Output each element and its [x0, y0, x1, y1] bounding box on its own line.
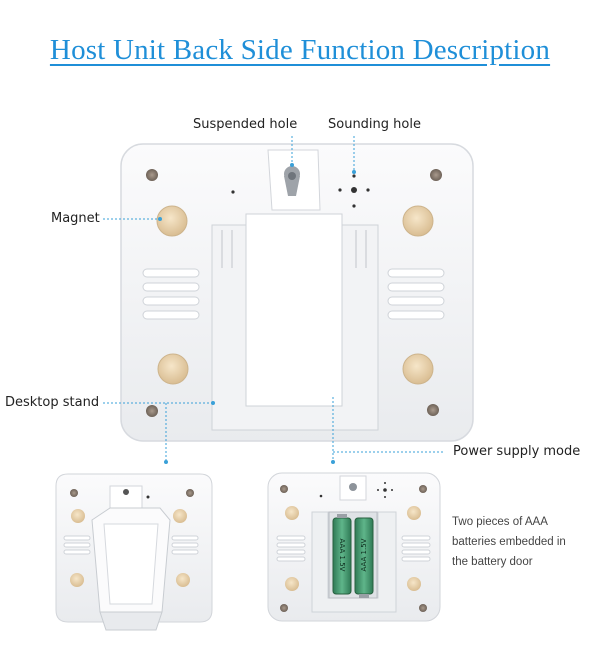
magnet-label: Magnet: [51, 211, 100, 226]
battery-note-line-2: batteries embedded in: [452, 536, 566, 548]
main-device-back: [120, 143, 474, 442]
desktop-stand: [211, 213, 379, 431]
battery-note: Two pieces of AAA batteries embedded in …: [452, 512, 600, 572]
battery-2-print: AAA 1.5V: [360, 538, 368, 572]
sounding-hole-icon: [338, 174, 370, 208]
vent-slots: [142, 268, 445, 320]
callout-lines: [103, 136, 445, 464]
magnet-icon: [156, 205, 434, 385]
suspended-hole-label: Suspended hole: [193, 117, 298, 132]
page-title: Host Unit Back Side Function Description: [49, 34, 551, 66]
desktop-stand-label: Desktop stand: [5, 395, 100, 410]
suspended-hole-icon: [284, 166, 300, 196]
power-supply-mode-label: Power supply mode: [453, 444, 581, 459]
device-battery-open: [267, 472, 441, 622]
screw-icon: [146, 169, 442, 417]
battery-1-print: AAA 1.5V: [338, 538, 346, 572]
battery-note-line-3: the battery door: [452, 556, 533, 568]
sounding-hole-label: Sounding hole: [328, 117, 421, 132]
battery-note-line-1: Two pieces of AAA: [452, 516, 548, 528]
device-with-stand: [55, 473, 213, 631]
